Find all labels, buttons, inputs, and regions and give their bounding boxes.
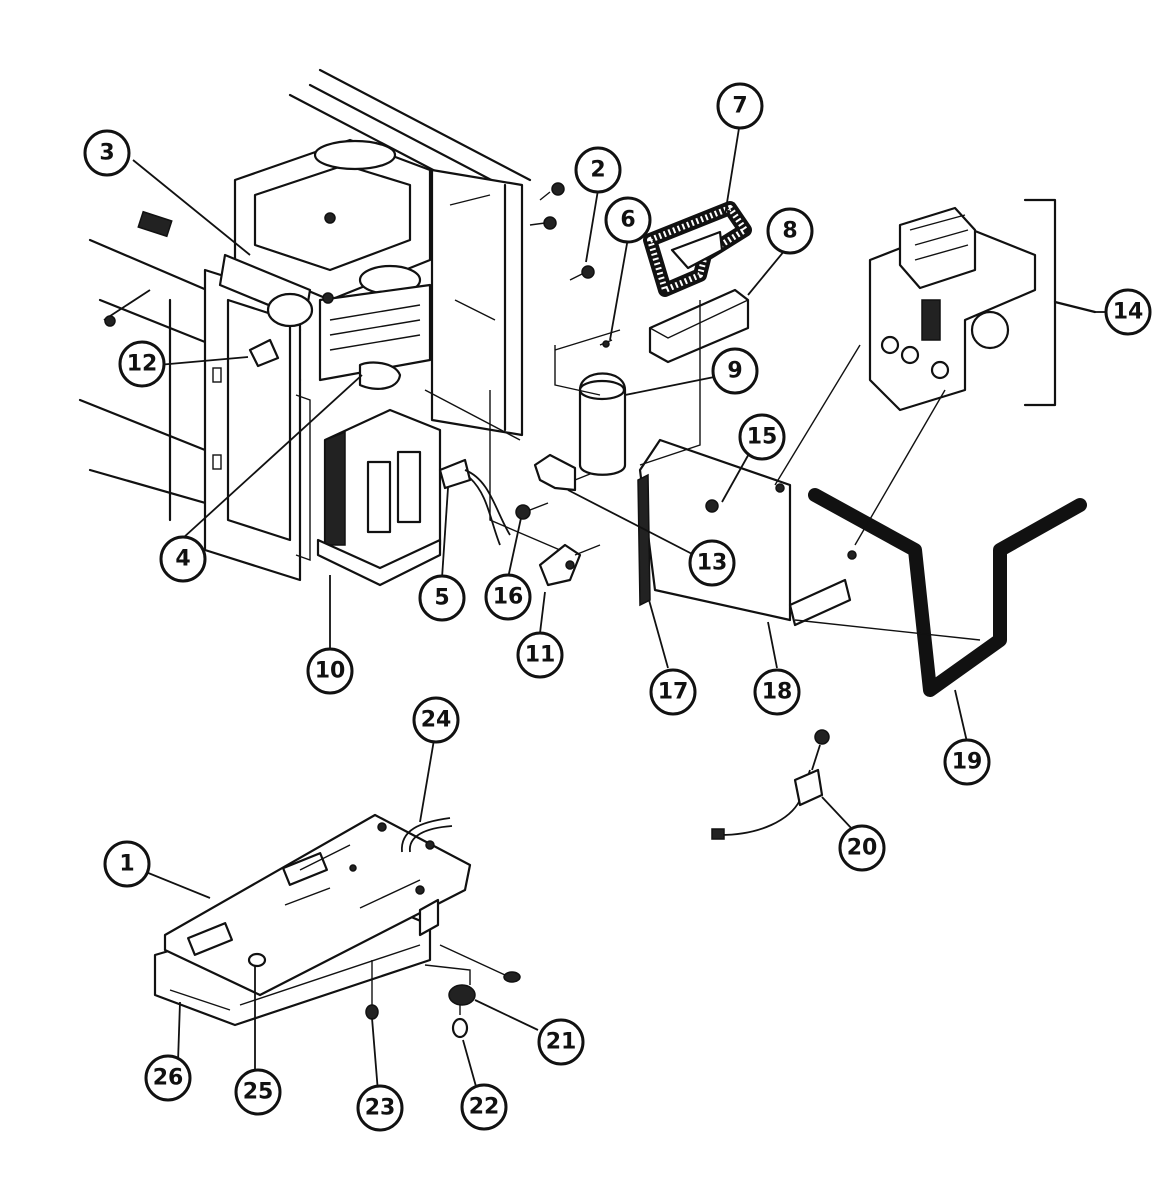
- svg-text:15: 15: [747, 425, 778, 450]
- part-17-edge-strip: [637, 473, 651, 607]
- part-22-screw: [451, 1005, 469, 1039]
- part-24-tube: [401, 817, 453, 853]
- leader-lines: [132, 121, 1108, 1093]
- part-12-clip: [248, 338, 280, 368]
- oven-cabinet-frame: [78, 68, 532, 582]
- svg-text:14: 14: [1113, 300, 1144, 325]
- part-11-bracket: [538, 543, 601, 587]
- fastener-screws-bottom: [365, 944, 521, 1020]
- callout-15: 15: [738, 413, 786, 461]
- svg-text:23: 23: [365, 1096, 396, 1121]
- callout-17: 17: [649, 668, 697, 716]
- callout-13: 13: [688, 539, 736, 587]
- part-2-screws: [529, 182, 595, 281]
- callout-11: 11: [516, 631, 564, 679]
- part-19-gasket-strip: [808, 488, 1087, 697]
- part-8-cover: [648, 288, 750, 364]
- part-6-stud: [554, 329, 621, 351]
- part-13-clamp: [533, 453, 601, 492]
- callout-7: 7: [716, 82, 764, 130]
- svg-text:21: 21: [546, 1030, 577, 1055]
- callout-18: 18: [753, 668, 801, 716]
- callout-23: 23: [356, 1084, 404, 1132]
- part-21-grommet: [448, 984, 476, 1006]
- part-7-gasket: [643, 201, 752, 297]
- svg-text:10: 10: [315, 659, 346, 684]
- svg-text:20: 20: [847, 836, 878, 861]
- part-14-assembly: [868, 198, 1097, 412]
- callout-16: 16: [484, 573, 532, 621]
- svg-text:13: 13: [697, 551, 728, 576]
- callout-25: 25: [234, 1068, 282, 1116]
- svg-text:24: 24: [421, 708, 452, 733]
- callout-24: 24: [412, 696, 460, 744]
- callout-1: 1: [103, 840, 151, 888]
- callout-20: 20: [838, 824, 886, 872]
- part-10-transformer: [316, 408, 442, 587]
- callout-14: 14: [1104, 288, 1152, 336]
- callout-10: 10: [306, 647, 354, 695]
- svg-text:8: 8: [782, 219, 797, 244]
- svg-text:26: 26: [153, 1066, 184, 1091]
- callout-26: 26: [144, 1054, 192, 1102]
- callout-19: 19: [943, 738, 991, 786]
- part-1-control-panel: [163, 813, 472, 997]
- svg-text:2: 2: [590, 158, 605, 183]
- part-16-screw: [515, 502, 549, 520]
- svg-text:18: 18: [762, 680, 793, 705]
- svg-text:6: 6: [620, 208, 635, 233]
- magnetron-housing: [218, 138, 432, 390]
- svg-text:3: 3: [99, 141, 114, 166]
- svg-text:9: 9: [727, 359, 742, 384]
- svg-text:12: 12: [127, 352, 158, 377]
- callout-12: 12: [118, 340, 166, 388]
- svg-text:4: 4: [175, 547, 190, 572]
- part-9-capacitor: [578, 372, 627, 476]
- callout-8: 8: [766, 207, 814, 255]
- part-5-thermal-cutout: [438, 458, 511, 546]
- svg-text:11: 11: [525, 643, 556, 668]
- svg-text:1: 1: [119, 852, 134, 877]
- callout-5: 5: [418, 574, 466, 622]
- svg-text:16: 16: [493, 585, 524, 610]
- svg-text:22: 22: [469, 1095, 500, 1120]
- callout-6: 6: [604, 196, 652, 244]
- svg-text:25: 25: [243, 1080, 274, 1105]
- callout-4: 4: [159, 535, 207, 583]
- construction-lines: [424, 300, 981, 641]
- callout-2: 2: [574, 146, 622, 194]
- callout-3: 3: [83, 129, 131, 177]
- part-20-cable: [711, 729, 830, 840]
- callout-22: 22: [460, 1083, 508, 1131]
- part-18-plate: [638, 438, 857, 627]
- svg-text:7: 7: [732, 94, 747, 119]
- callout-9: 9: [711, 347, 759, 395]
- callout-bubbles: 1 2 3 4 5 6 7 8 9 10 11 12 13 14 15 16 1…: [83, 82, 1152, 1132]
- svg-text:17: 17: [658, 680, 689, 705]
- svg-text:5: 5: [434, 586, 449, 611]
- svg-text:19: 19: [952, 750, 983, 775]
- part-25-knob: [247, 952, 267, 968]
- callout-21: 21: [537, 1018, 585, 1066]
